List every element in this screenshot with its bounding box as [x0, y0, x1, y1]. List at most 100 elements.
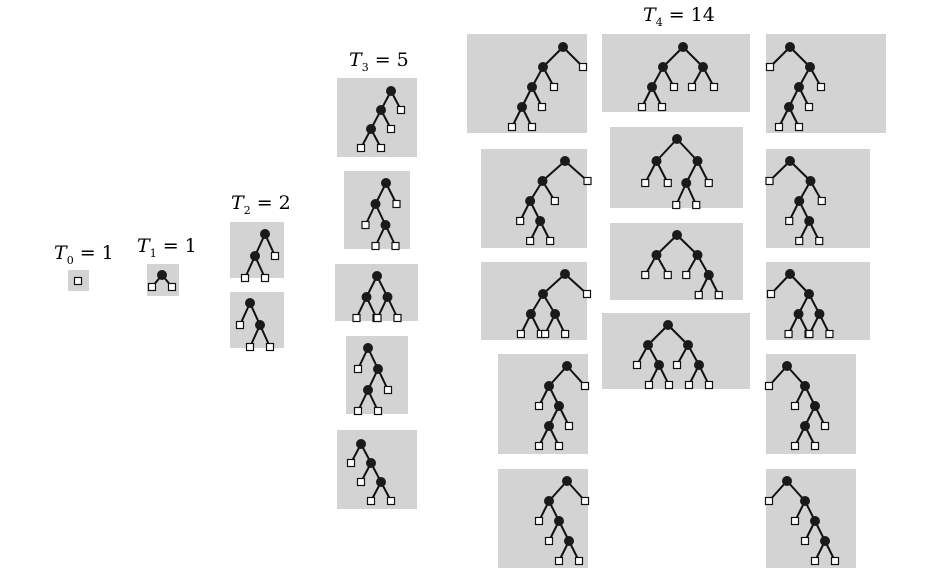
- tree-t4-right-1: [765, 34, 886, 133]
- leaf-node: [540, 329, 550, 339]
- leaf-node: [664, 380, 674, 390]
- tree-t4-left-4: [498, 354, 590, 454]
- leaf-node: [537, 102, 547, 112]
- tree-t4-left-5: [498, 469, 590, 568]
- internal-node: [544, 496, 554, 506]
- leaf-node: [534, 516, 544, 526]
- leaf-node: [580, 381, 590, 391]
- leaf-node: [794, 122, 804, 132]
- internal-node: [361, 292, 372, 302]
- leaf-node: [582, 289, 592, 299]
- leaf-node: [790, 516, 800, 526]
- tree-t4-middle-2: [610, 127, 743, 210]
- internal-node: [800, 381, 810, 391]
- internal-node: [525, 196, 536, 206]
- tree-t3-2: [344, 171, 410, 251]
- leaf-node: [376, 143, 386, 153]
- label-t1: T1 = 1: [137, 235, 197, 260]
- label-t0: T0 = 1: [54, 242, 114, 267]
- tree-panel: [147, 264, 179, 296]
- leaf-node: [817, 196, 826, 206]
- leaf-node: [373, 313, 382, 323]
- tree-t4-right-3: [766, 262, 870, 340]
- tree-panel: [481, 262, 587, 340]
- leaf-node: [672, 200, 681, 210]
- leaf-node: [346, 458, 356, 468]
- leaf-node: [393, 313, 402, 323]
- leaf-node: [820, 421, 830, 431]
- leaf-node: [805, 329, 814, 339]
- leaf-node: [516, 216, 525, 226]
- leaf-node: [574, 556, 584, 566]
- internal-node: [380, 220, 391, 230]
- internal-node: [517, 102, 527, 112]
- tree-panel: [602, 34, 750, 112]
- internal-node: [794, 82, 804, 92]
- tree-t3-1: [337, 78, 417, 157]
- internal-node: [366, 124, 376, 134]
- leaf-node: [73, 276, 83, 286]
- leaf-node: [383, 385, 393, 395]
- leaf-node: [657, 102, 667, 112]
- tree-panel: [346, 336, 408, 414]
- tree-edge: [655, 138, 678, 162]
- internal-node: [663, 320, 673, 330]
- internal-node: [694, 360, 704, 370]
- internal-node: [372, 271, 382, 281]
- leaf-node: [641, 178, 650, 188]
- internal-node: [643, 340, 653, 350]
- tree-t2-1: [230, 222, 284, 283]
- leaf-node: [704, 178, 713, 188]
- internal-node: [382, 292, 393, 302]
- leaf-node: [356, 477, 366, 487]
- tree-t3-4: [346, 336, 408, 416]
- leaf-node: [386, 124, 396, 134]
- internal-node: [356, 439, 366, 449]
- leaf-node: [265, 342, 275, 352]
- internal-node: [692, 156, 703, 166]
- leaf-node: [167, 282, 177, 292]
- leaf-node: [583, 176, 592, 186]
- tree-panel: [602, 313, 750, 389]
- leaf-node: [682, 270, 691, 280]
- tree-t4-right-4: [764, 354, 856, 454]
- leaf-node: [714, 290, 723, 300]
- leaf-node: [825, 329, 834, 339]
- leaf-node: [641, 270, 650, 280]
- internal-node: [651, 250, 662, 260]
- leaf-node: [764, 496, 774, 506]
- leaf-node: [637, 102, 647, 112]
- leaf-node: [785, 216, 794, 226]
- tree-t4-left-1: [467, 34, 588, 133]
- leaf-node: [366, 496, 376, 506]
- internal-node: [376, 477, 386, 487]
- tree-t0-1: [68, 270, 89, 291]
- leaf-node: [784, 329, 793, 339]
- internal-node: [785, 156, 795, 166]
- tree-t2-2: [230, 292, 284, 352]
- internal-node: [554, 401, 564, 411]
- leaf-node: [147, 282, 157, 292]
- internal-node: [558, 42, 568, 52]
- label-t2: T2 = 2: [231, 192, 291, 217]
- leaf-node: [549, 82, 559, 92]
- leaf-node: [580, 496, 590, 506]
- leaf-node: [804, 102, 814, 112]
- tree-edge: [676, 138, 699, 162]
- internal-node: [810, 516, 820, 526]
- leaf-node: [564, 421, 574, 431]
- internal-node: [804, 289, 814, 299]
- internal-node: [651, 156, 662, 166]
- internal-node: [804, 216, 815, 226]
- leaf-node: [810, 556, 820, 566]
- internal-node: [381, 178, 391, 188]
- leaf-node: [795, 236, 804, 246]
- tree-t3-5: [337, 430, 417, 509]
- tree-t1-1: [147, 264, 179, 296]
- internal-node: [554, 516, 564, 526]
- tree-t4-right-5: [764, 469, 856, 568]
- internal-node: [785, 42, 795, 52]
- tree-t3-3: [335, 264, 418, 323]
- internal-node: [562, 361, 572, 371]
- internal-node: [562, 476, 572, 486]
